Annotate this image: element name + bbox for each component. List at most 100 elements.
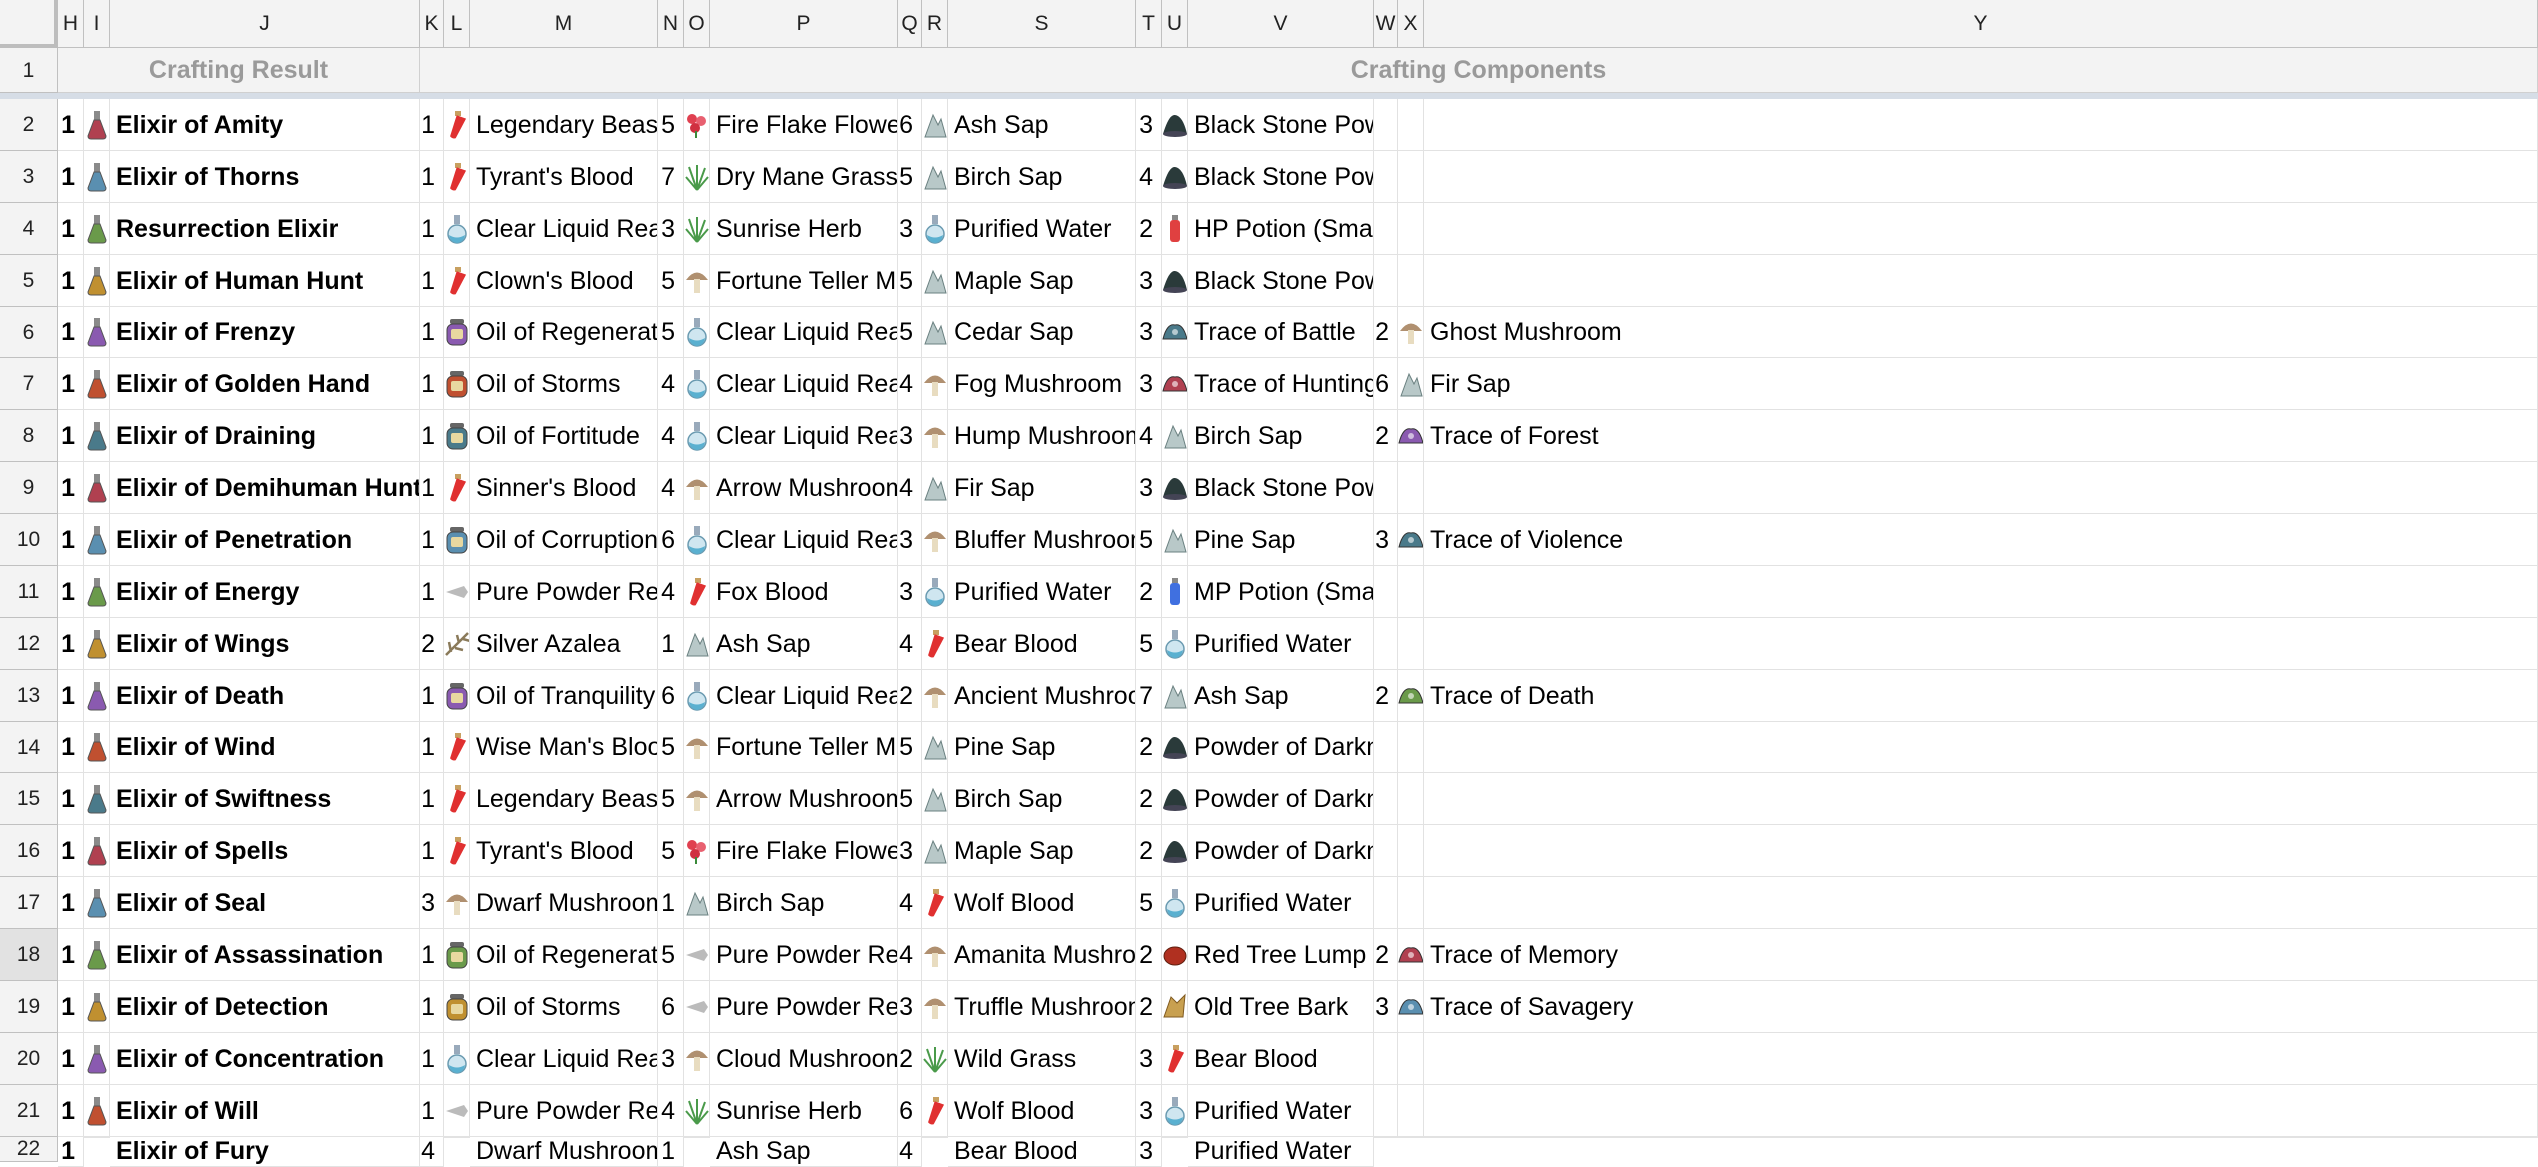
result-quantity[interactable]: 1 bbox=[58, 410, 84, 462]
component-3-quantity[interactable]: 5 bbox=[898, 773, 922, 825]
component-2-quantity[interactable]: 5 bbox=[658, 929, 684, 981]
component-4-icon[interactable] bbox=[1162, 1033, 1188, 1085]
component-4-name[interactable]: Ash Sap bbox=[1188, 670, 1374, 722]
component-4-icon[interactable] bbox=[1162, 722, 1188, 773]
component-4-quantity[interactable]: 7 bbox=[1136, 670, 1162, 722]
component-2-icon[interactable] bbox=[684, 981, 710, 1033]
result-quantity[interactable]: 1 bbox=[58, 203, 84, 255]
column-header-o[interactable]: O bbox=[684, 0, 710, 48]
component-1-icon[interactable] bbox=[444, 514, 470, 566]
result-name[interactable]: Elixir of Spells bbox=[110, 825, 420, 877]
component-5-icon[interactable] bbox=[1398, 825, 1424, 877]
component-3-name[interactable]: Hump Mushroom bbox=[948, 410, 1136, 462]
component-4-name[interactable]: Purified Water bbox=[1188, 618, 1374, 670]
component-1-icon[interactable] bbox=[444, 877, 470, 929]
component-1-quantity[interactable]: 1 bbox=[420, 1085, 444, 1137]
component-4-name[interactable]: Powder of Darkness bbox=[1188, 773, 1374, 825]
component-4-name[interactable]: Purified Water bbox=[1188, 1085, 1374, 1137]
component-5-name[interactable] bbox=[1424, 825, 2538, 877]
component-4-quantity[interactable]: 2 bbox=[1136, 203, 1162, 255]
component-4-quantity[interactable]: 3 bbox=[1136, 462, 1162, 514]
component-1-quantity[interactable]: 1 bbox=[420, 670, 444, 722]
component-2-name[interactable]: Ash Sap bbox=[710, 618, 898, 670]
component-1-name[interactable]: Legendary Beast's Blood bbox=[470, 773, 658, 825]
component-2-icon[interactable] bbox=[684, 462, 710, 514]
component-2-name[interactable]: Fox Blood bbox=[710, 566, 898, 618]
result-name[interactable]: Elixir of Golden Hand bbox=[110, 358, 420, 410]
result-icon[interactable] bbox=[84, 981, 110, 1033]
result-name[interactable]: Elixir of Frenzy bbox=[110, 307, 420, 358]
component-3-name[interactable]: Ash Sap bbox=[948, 99, 1136, 151]
component-4-icon[interactable] bbox=[1162, 514, 1188, 566]
component-4-quantity[interactable]: 5 bbox=[1136, 877, 1162, 929]
component-2-quantity[interactable]: 4 bbox=[658, 410, 684, 462]
component-5-icon[interactable] bbox=[1398, 670, 1424, 722]
component-3-quantity[interactable]: 2 bbox=[898, 1033, 922, 1085]
component-2-name[interactable]: Arrow Mushroom bbox=[710, 773, 898, 825]
result-quantity[interactable]: 1 bbox=[58, 1033, 84, 1085]
result-icon[interactable] bbox=[84, 307, 110, 358]
result-quantity[interactable]: 1 bbox=[58, 151, 84, 203]
component-2-icon[interactable] bbox=[684, 99, 710, 151]
result-icon[interactable] bbox=[84, 462, 110, 514]
row-header-10[interactable]: 10 bbox=[0, 514, 58, 566]
component-3-name[interactable]: Bear Blood bbox=[948, 618, 1136, 670]
component-2-name[interactable]: Clear Liquid Reagent bbox=[710, 410, 898, 462]
component-4-name[interactable]: Black Stone Powder bbox=[1188, 255, 1374, 307]
component-4-icon[interactable] bbox=[1162, 462, 1188, 514]
component-2-name[interactable]: Pure Powder Reagent bbox=[710, 929, 898, 981]
component-4-quantity[interactable]: 2 bbox=[1136, 825, 1162, 877]
result-icon[interactable] bbox=[84, 151, 110, 203]
component-1-icon[interactable] bbox=[444, 825, 470, 877]
component-1-quantity[interactable]: 1 bbox=[420, 514, 444, 566]
component-4-icon[interactable] bbox=[1162, 825, 1188, 877]
component-4-icon[interactable] bbox=[1162, 618, 1188, 670]
component-1-icon[interactable] bbox=[444, 1137, 470, 1138]
column-header-y[interactable]: Y bbox=[1424, 0, 2538, 48]
component-5-icon[interactable] bbox=[1398, 1137, 1424, 1138]
component-1-name[interactable]: Clown's Blood bbox=[470, 255, 658, 307]
component-2-quantity[interactable]: 3 bbox=[658, 1033, 684, 1085]
component-3-name[interactable]: Wolf Blood bbox=[948, 1085, 1136, 1137]
component-2-quantity[interactable]: 6 bbox=[658, 670, 684, 722]
result-name[interactable]: Elixir of Detection bbox=[110, 981, 420, 1033]
component-5-name[interactable] bbox=[1424, 1137, 2538, 1138]
component-5-quantity[interactable] bbox=[1374, 722, 1398, 773]
component-4-icon[interactable] bbox=[1162, 255, 1188, 307]
row-header-16[interactable]: 16 bbox=[0, 825, 58, 877]
component-2-icon[interactable] bbox=[684, 773, 710, 825]
component-5-icon[interactable] bbox=[1398, 514, 1424, 566]
row-header-22[interactable]: 22 bbox=[0, 1137, 58, 1162]
column-header-n[interactable]: N bbox=[658, 0, 684, 48]
component-2-icon[interactable] bbox=[684, 566, 710, 618]
component-4-quantity[interactable]: 2 bbox=[1136, 722, 1162, 773]
result-icon[interactable] bbox=[84, 618, 110, 670]
component-4-name[interactable]: Birch Sap bbox=[1188, 410, 1374, 462]
component-1-icon[interactable] bbox=[444, 618, 470, 670]
result-name[interactable]: Elixir of Wings bbox=[110, 618, 420, 670]
component-5-quantity[interactable] bbox=[1374, 773, 1398, 825]
component-2-name[interactable]: Fire Flake Flower bbox=[710, 99, 898, 151]
row-header-20[interactable]: 20 bbox=[0, 1033, 58, 1085]
component-4-name[interactable]: Red Tree Lump bbox=[1188, 929, 1374, 981]
component-2-icon[interactable] bbox=[684, 255, 710, 307]
component-1-icon[interactable] bbox=[444, 566, 470, 618]
result-name[interactable]: Elixir of Concentration bbox=[110, 1033, 420, 1085]
component-5-quantity[interactable] bbox=[1374, 462, 1398, 514]
component-5-quantity[interactable] bbox=[1374, 1085, 1398, 1137]
row-header-1[interactable]: 1 bbox=[0, 48, 58, 93]
component-2-icon[interactable] bbox=[684, 722, 710, 773]
component-1-name[interactable]: Oil of Regeneration bbox=[470, 307, 658, 358]
component-4-quantity[interactable]: 2 bbox=[1136, 929, 1162, 981]
component-1-name[interactable]: Clear Liquid Reagent bbox=[470, 203, 658, 255]
component-3-icon[interactable] bbox=[922, 151, 948, 203]
component-5-icon[interactable] bbox=[1398, 151, 1424, 203]
result-name[interactable]: Elixir of Draining bbox=[110, 410, 420, 462]
component-4-icon[interactable] bbox=[1162, 1085, 1188, 1137]
result-quantity[interactable]: 1 bbox=[58, 1085, 84, 1137]
component-3-quantity[interactable]: 5 bbox=[898, 722, 922, 773]
select-all-corner[interactable] bbox=[0, 0, 58, 48]
component-1-icon[interactable] bbox=[444, 307, 470, 358]
result-name[interactable]: Resurrection Elixir bbox=[110, 203, 420, 255]
column-header-h[interactable]: H bbox=[58, 0, 84, 48]
